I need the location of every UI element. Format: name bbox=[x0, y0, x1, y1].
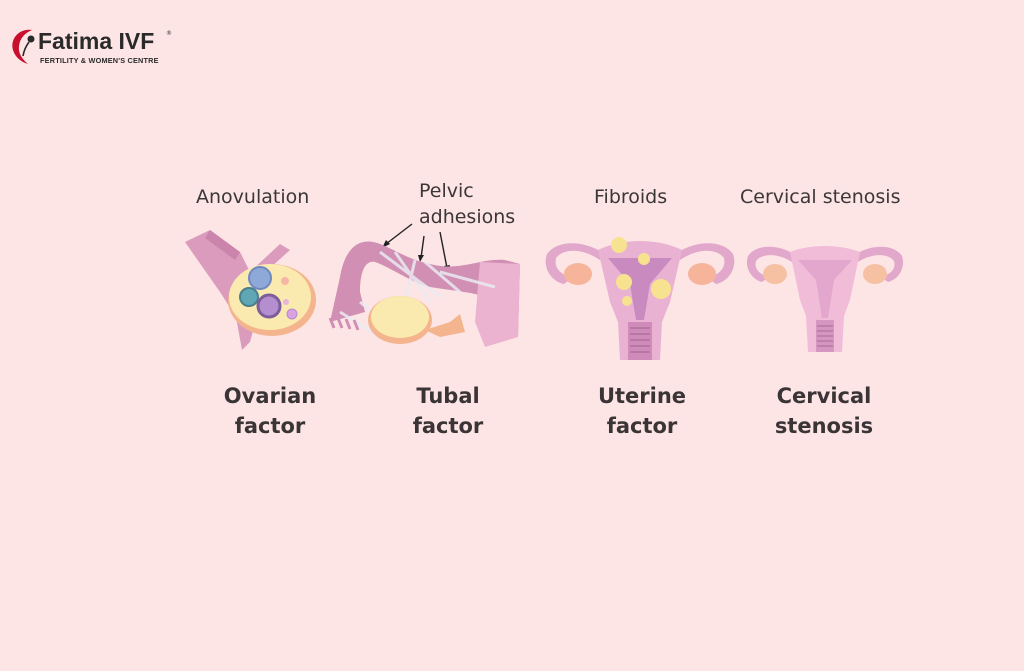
trademark-symbol: ® bbox=[166, 30, 172, 37]
caption-line1: Uterine bbox=[597, 384, 687, 408]
uterus-cervical-stenosis-illustration-icon bbox=[746, 246, 904, 352]
caption-line2: factor bbox=[234, 414, 306, 438]
fallopian-tube-adhesions-illustration-icon bbox=[328, 223, 520, 347]
caption-line1: Ovarian bbox=[223, 384, 317, 408]
ovary-anovulation-illustration-icon bbox=[185, 230, 316, 350]
caption-line2: factor bbox=[606, 414, 678, 438]
illustration-label-adhesions: adhesions bbox=[419, 206, 516, 228]
uterus-fibroids-illustration-icon bbox=[545, 237, 735, 360]
brand-tagline: FERTILITY & WOMEN'S CENTRE bbox=[40, 56, 159, 65]
caption-line1: Tubal bbox=[416, 384, 480, 408]
fatima-ivf-logo-icon bbox=[12, 29, 35, 64]
brand-logo[interactable]: Fatima IVF ® FERTILITY & WOMEN'S CENTRE bbox=[10, 26, 180, 70]
illustration-label-anovulation: Anovulation bbox=[196, 186, 310, 208]
illustration-label-cervical-stenosis: Cervical stenosis bbox=[740, 186, 901, 208]
caption-line2: stenosis bbox=[774, 414, 874, 438]
brand-name: Fatima IVF bbox=[38, 28, 155, 54]
illustration-label-fibroids: Fibroids bbox=[594, 186, 668, 208]
illustration-label-pelvic: Pelvic bbox=[419, 180, 474, 202]
caption-line1: Cervical bbox=[776, 384, 872, 408]
caption-line2: factor bbox=[412, 414, 484, 438]
